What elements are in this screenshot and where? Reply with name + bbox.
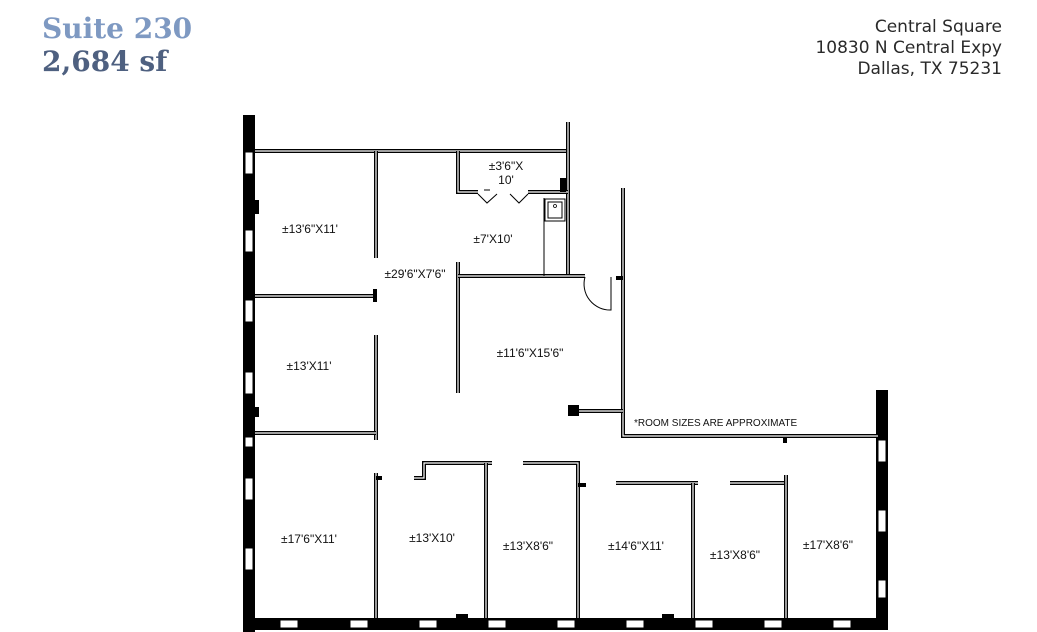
room-label-office-se: ±17'X8'6" <box>802 538 854 552</box>
room-label-office-s4: ±13'X8'6" <box>709 548 761 562</box>
address-street: 10830 N Central Expy <box>815 38 1002 58</box>
interior-walls <box>255 122 878 618</box>
suite-area: 2,684 sf <box>42 44 168 78</box>
address-building: Central Square <box>874 17 1002 37</box>
approximate-sizes-note: *ROOM SIZES ARE APPROXIMATE <box>634 418 798 429</box>
room-label-office-s3: ±14'6"X11' <box>608 539 664 553</box>
room-label-office-nw: ±13'6"X11' <box>282 222 338 236</box>
suite-number: Suite 230 <box>42 12 193 45</box>
suite-header: Suite 230 2,684 sf <box>42 12 193 78</box>
room-label-office-s2: ±13'X8'6" <box>502 539 554 553</box>
property-address: Central Square 10830 N Central Expy Dall… <box>815 17 1002 80</box>
exterior-wall-east <box>876 390 888 630</box>
address-city: Dallas, TX 75231 <box>857 59 1002 79</box>
room-label-office-sw: ±17'6"X11' <box>281 532 337 546</box>
exterior-wall-west <box>243 115 259 632</box>
room-label-office-w: ±13'X11' <box>286 359 332 373</box>
exterior-wall-south <box>243 614 888 630</box>
room-label-reception: ±11'6"X15'6" <box>496 346 564 360</box>
room-label-office-s1: ±13'X10' <box>409 531 455 545</box>
room-label-kitchen: ±7'X10' <box>473 232 513 246</box>
room-label-corridor: ±29'6"X7'6" <box>384 267 446 281</box>
